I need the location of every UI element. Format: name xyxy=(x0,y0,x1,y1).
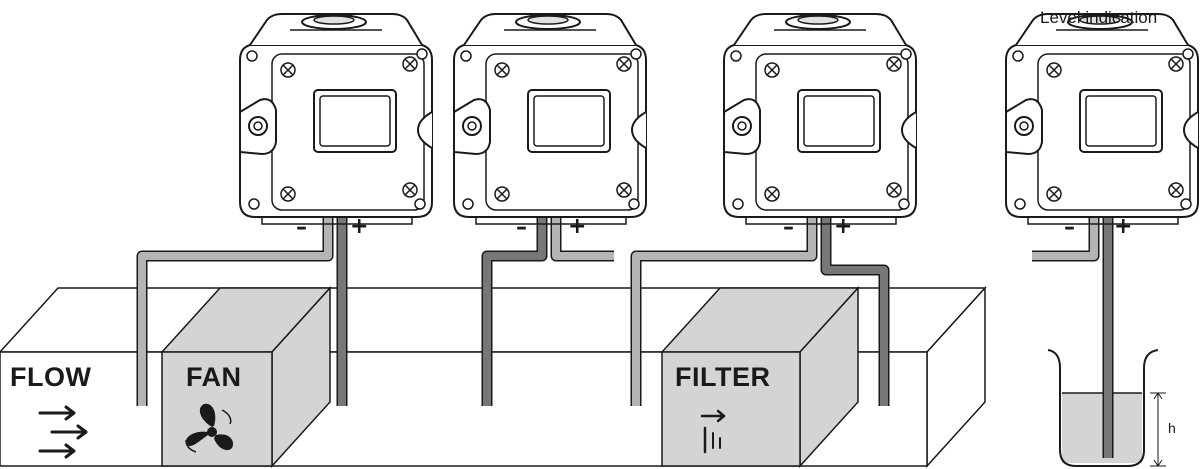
level-container xyxy=(1047,215,1166,467)
sensor-4-plus-port: + xyxy=(1114,214,1133,239)
sensor-3-plus-port: + xyxy=(834,214,853,239)
fan-section xyxy=(160,286,332,468)
sensor-1-plus-port: + xyxy=(350,214,369,239)
sensor-3-minus-port: – xyxy=(783,215,794,240)
pressure-sensor-1 xyxy=(239,13,433,225)
sensor-4-minus-port: – xyxy=(1064,215,1075,240)
sensor-1-minus-port: – xyxy=(296,215,307,240)
pressure-sensor-3 xyxy=(723,13,917,225)
filter-arrow-icon xyxy=(700,409,726,454)
flow-label: FLOW xyxy=(10,362,92,392)
sensor-2-plus-port: + xyxy=(568,214,587,239)
flow-arrows-icon xyxy=(38,405,88,459)
tubes xyxy=(136,215,1100,406)
pressure-sensor-2 xyxy=(453,13,647,225)
diagram-title: Level indication xyxy=(1040,8,1158,27)
fan-icon xyxy=(185,403,234,453)
fan-label: FAN xyxy=(186,362,242,392)
level-height-label: h xyxy=(1168,420,1176,436)
pressure-sensor-4 xyxy=(1005,13,1199,225)
sensor-2-minus-port: – xyxy=(516,215,527,240)
filter-label: FILTER xyxy=(675,362,771,392)
filter-section xyxy=(660,286,860,468)
